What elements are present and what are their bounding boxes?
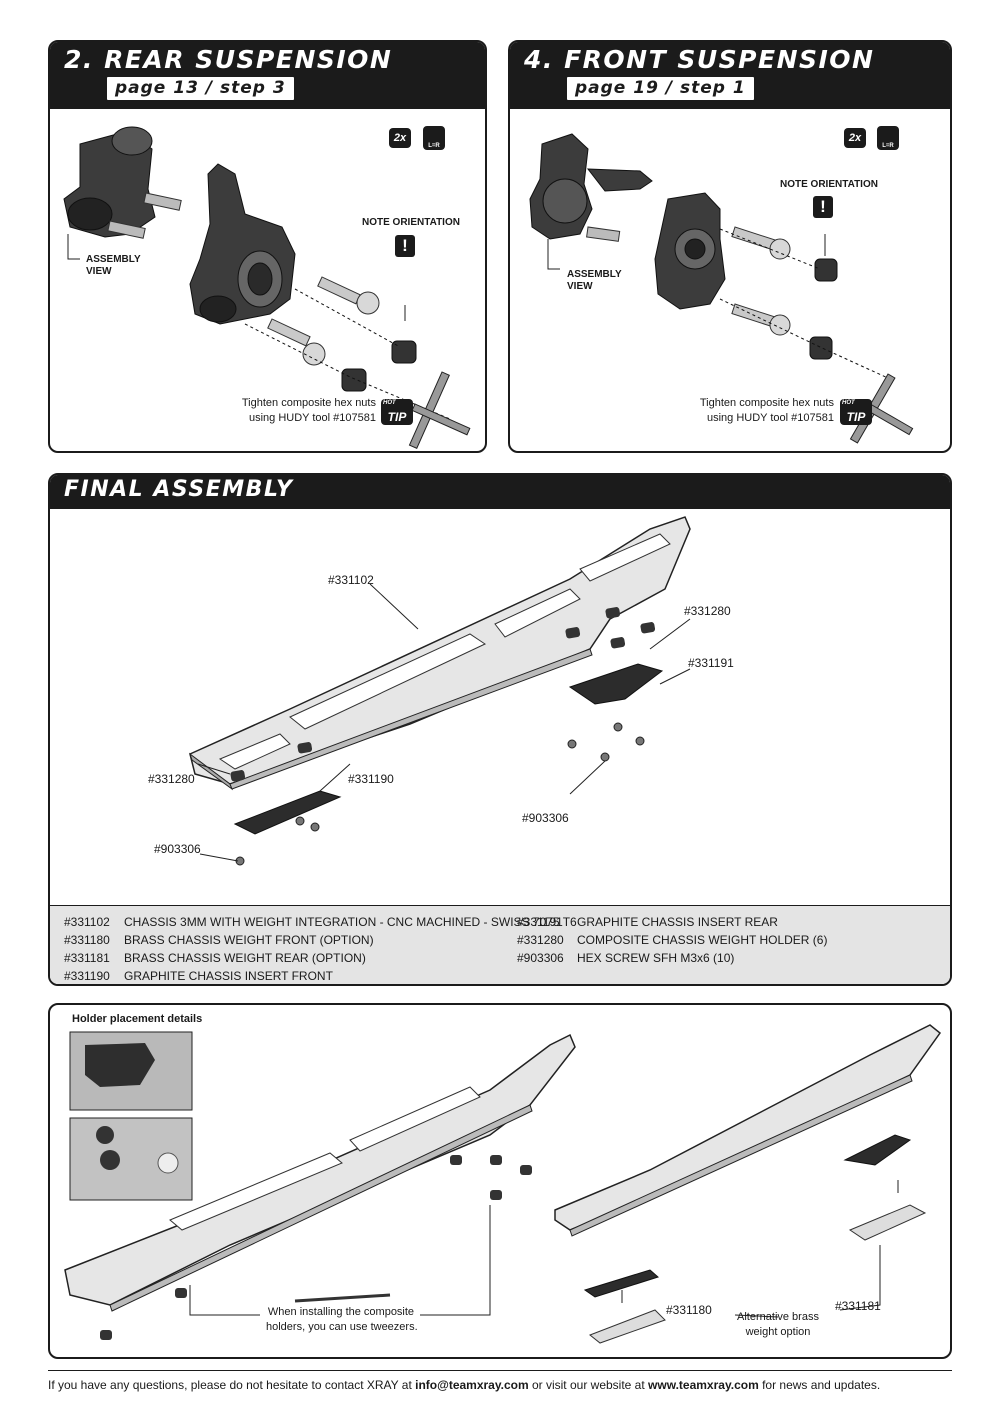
front-suspension-illustration bbox=[510, 109, 950, 451]
hex-tool-drawing bbox=[408, 371, 471, 449]
footer-rule bbox=[48, 1370, 952, 1371]
chassis-detail-right-drawing bbox=[554, 1024, 942, 1231]
hex-nut-upper-drawing bbox=[391, 340, 417, 364]
rear-suspension-page-ref: page 13 / step 3 bbox=[105, 75, 296, 102]
details-drawing bbox=[64, 1024, 942, 1344]
footer-website-link[interactable]: www.teamxray.com bbox=[648, 1378, 759, 1392]
part-row: #331180 BRASS CHASSIS WEIGHT FRONT (OPTIO… bbox=[64, 931, 577, 949]
parts-list: #331102 CHASSIS 3MM WITH WEIGHT INTEGRATI… bbox=[50, 905, 950, 984]
final-assembly-illustration bbox=[50, 509, 950, 906]
part-desc: GRAPHITE CHASSIS INSERT REAR bbox=[577, 915, 778, 929]
note-orientation-label: NOTE ORIENTATION bbox=[362, 217, 460, 228]
tweezers-note: When installing the composite holders, y… bbox=[266, 1306, 418, 1333]
rear-suspension-title: 2. REAR SUSPENSION bbox=[64, 45, 393, 74]
assembled-hub-drawing bbox=[63, 126, 156, 238]
ball-stud-upper-drawing bbox=[731, 226, 791, 260]
part-row: #903306 HEX SCREW SFH M3x6 (10) bbox=[517, 949, 827, 967]
callout-331280-front: #331280 bbox=[148, 772, 195, 786]
part-number: #331181 bbox=[64, 951, 110, 965]
front-suspension-header: 4. FRONT SUSPENSION page 19 / step 1 bbox=[510, 42, 950, 109]
part-desc: BRASS CHASSIS WEIGHT FRONT (OPTION) bbox=[124, 933, 374, 947]
parts-list-left: #331102 CHASSIS 3MM WITH WEIGHT INTEGRATI… bbox=[64, 913, 577, 984]
parts-list-right: #331191 GRAPHITE CHASSIS INSERT REAR #331… bbox=[517, 913, 827, 967]
part-row: #331190 GRAPHITE CHASSIS INSERT FRONT bbox=[64, 967, 577, 984]
callout-903306-front: #903306 bbox=[154, 842, 201, 856]
part-number: #903306 bbox=[517, 951, 564, 965]
part-number: #331102 bbox=[64, 915, 110, 929]
tip-icon: HOT TIP bbox=[840, 399, 872, 425]
footer-pre: If you have any questions, please do not… bbox=[48, 1378, 416, 1392]
left-right-icon: L=R bbox=[423, 126, 445, 150]
holder-placement-caption: Holder placement details bbox=[72, 1013, 203, 1025]
front-suspension-page-ref: page 19 / step 1 bbox=[565, 75, 756, 102]
front-suspension-title: 4. FRONT SUSPENSION bbox=[524, 45, 875, 74]
left-right-icon: L=R bbox=[877, 126, 899, 150]
rear-suspension-panel: 2. REAR SUSPENSION page 13 / step 3 bbox=[48, 40, 487, 453]
brass-option-note: Alternative brass weight option bbox=[737, 1311, 819, 1338]
ball-stud-upper-drawing bbox=[317, 276, 380, 315]
callout-331190: #331190 bbox=[348, 772, 394, 786]
tip-badge-text: TIP bbox=[846, 410, 866, 424]
part-desc: GRAPHITE CHASSIS INSERT FRONT bbox=[124, 969, 333, 983]
part-number: #331191 bbox=[517, 915, 563, 929]
exclamation-icon: ! bbox=[395, 235, 415, 257]
ball-stud-lower-drawing bbox=[267, 318, 326, 366]
tip-icon: HOT TIP bbox=[381, 399, 413, 425]
callout-331191: #331191 bbox=[688, 656, 734, 670]
callout-331180: #331180 bbox=[666, 1303, 712, 1317]
part-number: #331190 bbox=[64, 969, 110, 983]
tip-badge-text: TIP bbox=[387, 410, 407, 424]
callout-331280-rear: #331280 bbox=[684, 604, 731, 618]
tip-note-text: Tighten composite hex nuts using HUDY to… bbox=[699, 397, 834, 424]
details-panel: Holder placement details When installing… bbox=[48, 1003, 952, 1359]
exploded-knuckle-drawing bbox=[654, 192, 726, 310]
part-desc: CHASSIS 3MM WITH WEIGHT INTEGRATION - CN… bbox=[124, 915, 577, 929]
part-row: #331181 BRASS CHASSIS WEIGHT REAR (OPTION… bbox=[64, 949, 577, 967]
callout-903306-rear: #903306 bbox=[522, 811, 569, 825]
part-desc: BRASS CHASSIS WEIGHT REAR (OPTION) bbox=[124, 951, 366, 965]
footer-text: If you have any questions, please do not… bbox=[48, 1378, 880, 1392]
hex-nut-lower-drawing bbox=[341, 368, 367, 392]
tweezers-drawing bbox=[294, 1293, 391, 1303]
qty-badge: 2x bbox=[389, 128, 411, 148]
tip-note-text: Tighten composite hex nuts using HUDY to… bbox=[241, 397, 376, 424]
lr-badge-text: L=R bbox=[882, 143, 894, 149]
footer-mid: or visit our website at bbox=[528, 1378, 649, 1392]
front-suspension-panel: 4. FRONT SUSPENSION page 19 / step 1 bbox=[508, 40, 952, 453]
hex-nut-lower-drawing bbox=[809, 336, 833, 360]
tip-badge-top: HOT bbox=[842, 400, 855, 406]
assembly-view-label: ASSEMBLY VIEW bbox=[86, 254, 141, 277]
hex-nut-upper-drawing bbox=[814, 258, 838, 282]
tip-badge-top: HOT bbox=[383, 400, 396, 406]
rear-hub-exploded-drawing bbox=[63, 126, 471, 449]
final-assembly-title: FINAL ASSEMBLY bbox=[64, 477, 294, 502]
footer-post: for news and updates. bbox=[758, 1378, 881, 1392]
exploded-hub-drawing bbox=[189, 163, 296, 325]
footer-email-link[interactable]: info@teamxray.com bbox=[415, 1378, 529, 1392]
lr-badge-text: L=R bbox=[428, 143, 440, 149]
part-desc: HEX SCREW SFH M3x6 (10) bbox=[577, 951, 735, 965]
graphite-insert-rear-drawing bbox=[568, 663, 664, 705]
final-assembly-panel: FINAL ASSEMBLY bbox=[48, 473, 952, 986]
part-number: #331280 bbox=[517, 933, 564, 947]
final-assembly-header: FINAL ASSEMBLY bbox=[50, 475, 950, 509]
chassis-exploded-drawing bbox=[189, 516, 691, 866]
front-knuckle-exploded-drawing bbox=[529, 133, 914, 444]
assembly-view-label: ASSEMBLY VIEW bbox=[567, 269, 622, 292]
rear-suspension-header: 2. REAR SUSPENSION page 13 / step 3 bbox=[50, 42, 485, 109]
part-row: #331191 GRAPHITE CHASSIS INSERT REAR bbox=[517, 913, 827, 931]
callout-331181: #331181 bbox=[835, 1299, 881, 1313]
qty-badge: 2x bbox=[844, 128, 866, 148]
part-row: #331102 CHASSIS 3MM WITH WEIGHT INTEGRATI… bbox=[64, 913, 577, 931]
assembled-knuckle-drawing bbox=[529, 133, 653, 240]
rear-suspension-illustration bbox=[50, 109, 485, 451]
graphite-insert-front-drawing bbox=[233, 790, 342, 835]
part-row: #331280 COMPOSITE CHASSIS WEIGHT HOLDER (… bbox=[517, 931, 827, 949]
exclamation-icon: ! bbox=[813, 196, 833, 218]
ball-stud-lower-drawing bbox=[731, 303, 791, 336]
note-orientation-label: NOTE ORIENTATION bbox=[780, 179, 878, 190]
part-desc: COMPOSITE CHASSIS WEIGHT HOLDER (6) bbox=[577, 933, 828, 947]
callout-331102: #331102 bbox=[328, 573, 374, 587]
part-number: #331180 bbox=[64, 933, 110, 947]
